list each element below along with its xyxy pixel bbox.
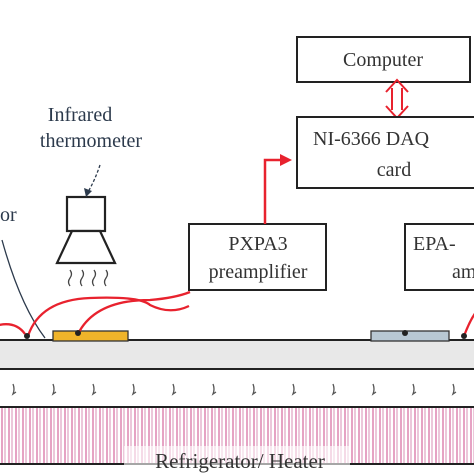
infrared-thermometer-icon — [55, 195, 117, 265]
wire-contacts — [24, 330, 467, 339]
sensor-label-pointer — [1, 239, 46, 339]
computer-box — [296, 36, 471, 83]
sensor-wires — [0, 290, 474, 337]
daq-card-label-line1: NI-6366 DAQ — [313, 128, 430, 150]
thermometer-pointer — [87, 164, 101, 193]
sensor-label-fragment: or — [0, 204, 17, 226]
heat-flow-marks — [11, 383, 457, 396]
epa-amplifier-box — [404, 223, 474, 291]
preamplifier-box — [188, 223, 327, 291]
thermometer-pointer-arrowhead — [84, 188, 92, 197]
thermometer-label-line1: Infrared — [48, 104, 112, 126]
epa-amplifier-label-line2: am — [452, 261, 474, 283]
sensor-pad-right — [370, 330, 450, 342]
thermometer-label-line2: thermometer — [40, 130, 143, 152]
preamplifier-label-line2: preamplifier — [209, 261, 308, 283]
daq-card-label-line2: card — [377, 159, 411, 181]
refrigerator-heater-label-bg — [124, 446, 350, 472]
specimen-plate — [0, 339, 474, 370]
refrigerator-heater-label: Refrigerator/ Heater — [155, 449, 325, 473]
preamp-to-daq-wire — [263, 158, 283, 224]
infrared-beam-icon — [67, 269, 109, 287]
preamplifier-label-line1: PXPA3 — [228, 233, 287, 255]
epa-amplifier-label-line1: EPA- — [413, 233, 456, 255]
daq-card-box — [296, 116, 474, 189]
preamp-to-daq-arrowhead — [280, 154, 292, 166]
sensor-pad-left — [52, 330, 129, 342]
computer-daq-double-arrow — [385, 78, 409, 120]
computer-label: Computer — [343, 49, 423, 71]
